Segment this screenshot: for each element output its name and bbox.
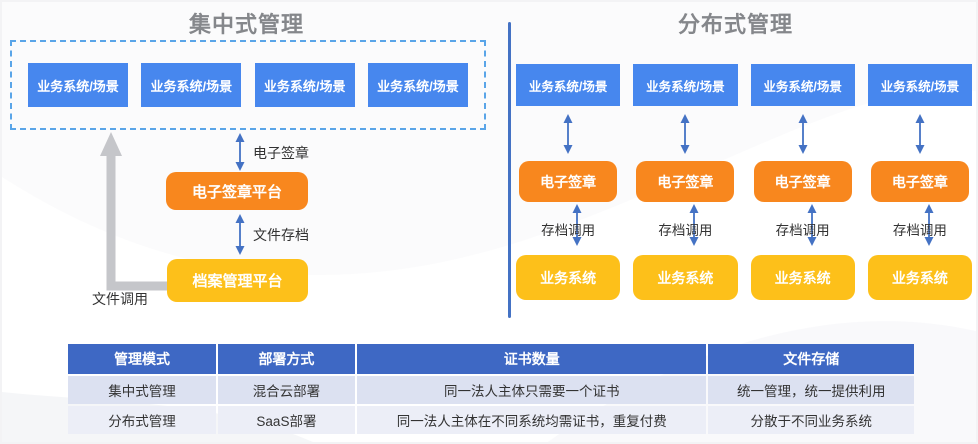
archive-platform-box: 档案管理平台 <box>167 259 308 302</box>
table-cell: 分布式管理 <box>68 406 216 434</box>
distributed-column: 业务系统/场景 电子签章 存档调用 <box>516 64 621 300</box>
business-system-box: 业务系统/场景 <box>633 64 738 106</box>
comparison-table: 管理模式 部署方式 证书数量 文件存储 集中式管理 混合云部署 同一法人主体只需… <box>68 344 914 434</box>
table-cell: 同一法人主体在不同系统均需证书，重复付费 <box>356 406 707 434</box>
double-arrow-icon <box>680 113 690 154</box>
table-cell: 混合云部署 <box>217 376 355 404</box>
business-system-box: 业务系统/场景 <box>254 63 355 107</box>
table-cell: 统一管理，统一提供利用 <box>708 376 914 404</box>
business-system-box: 业务系统/场景 <box>867 64 972 106</box>
signature-box: 电子签章 <box>636 161 735 202</box>
business-system-box: 业务系统/场景 <box>28 63 128 107</box>
archive-call-label: 存档调用 <box>658 222 713 238</box>
signature-platform-box: 电子签章平台 <box>166 172 308 210</box>
table-header-cell: 证书数量 <box>356 344 707 374</box>
signature-box: 电子签章 <box>753 161 852 202</box>
file-call-label: 文件调用 <box>92 291 148 307</box>
business-system-box: 业务系统/场景 <box>141 63 242 107</box>
file-call-arrow-icon <box>100 132 167 291</box>
archive-call-label: 存档调用 <box>775 222 830 238</box>
table-cell: 同一法人主体只需要一个证书 <box>356 376 707 404</box>
table-cell: 分散于不同业务系统 <box>708 406 914 434</box>
business-system-box: 业务系统/场景 <box>516 64 621 106</box>
table-cell: SaaS部署 <box>217 406 355 434</box>
double-arrow-icon <box>235 133 245 171</box>
table-header-cell: 文件存储 <box>708 344 914 374</box>
table-header-cell: 部署方式 <box>217 344 355 374</box>
archive-call-label: 存档调用 <box>541 222 596 238</box>
distributed-column: 业务系统/场景 电子签章 存档调用 <box>750 64 855 300</box>
table-cell: 集中式管理 <box>68 376 216 404</box>
distributed-column: 业务系统/场景 电子签章 存档调用 <box>633 64 738 300</box>
business-system-box: 业务系统/场景 <box>367 63 468 107</box>
business-system-bottom-box: 业务系统 <box>633 255 738 300</box>
business-system-box: 业务系统/场景 <box>750 64 855 106</box>
business-system-bottom-box: 业务系统 <box>516 255 621 300</box>
double-arrow-icon <box>915 113 925 154</box>
signature-box: 电子签章 <box>870 161 969 202</box>
centralized-title: 集中式管理 <box>188 12 304 37</box>
signature-box: 电子签章 <box>519 161 618 202</box>
vertical-divider <box>508 22 511 318</box>
distributed-columns: 业务系统/场景 电子签章 存档调用 <box>516 64 972 300</box>
distributed-title: 分布式管理 <box>677 12 793 37</box>
business-system-bottom-box: 业务系统 <box>867 255 972 300</box>
business-system-bottom-box: 业务系统 <box>750 255 855 300</box>
double-arrow-icon <box>563 113 573 154</box>
table-header-cell: 管理模式 <box>68 344 216 374</box>
business-systems-dashed-container: 业务系统/场景 业务系统/场景 业务系统/场景 业务系统/场景 <box>10 40 486 130</box>
double-arrow-icon <box>235 214 245 255</box>
double-arrow-icon <box>798 113 808 154</box>
archive-arrow-label: 文件存档 <box>253 227 309 243</box>
distributed-column: 业务系统/场景 电子签章 存档调用 <box>867 64 972 300</box>
sign-arrow-label: 电子签章 <box>253 145 309 161</box>
archive-call-label: 存档调用 <box>892 222 947 238</box>
